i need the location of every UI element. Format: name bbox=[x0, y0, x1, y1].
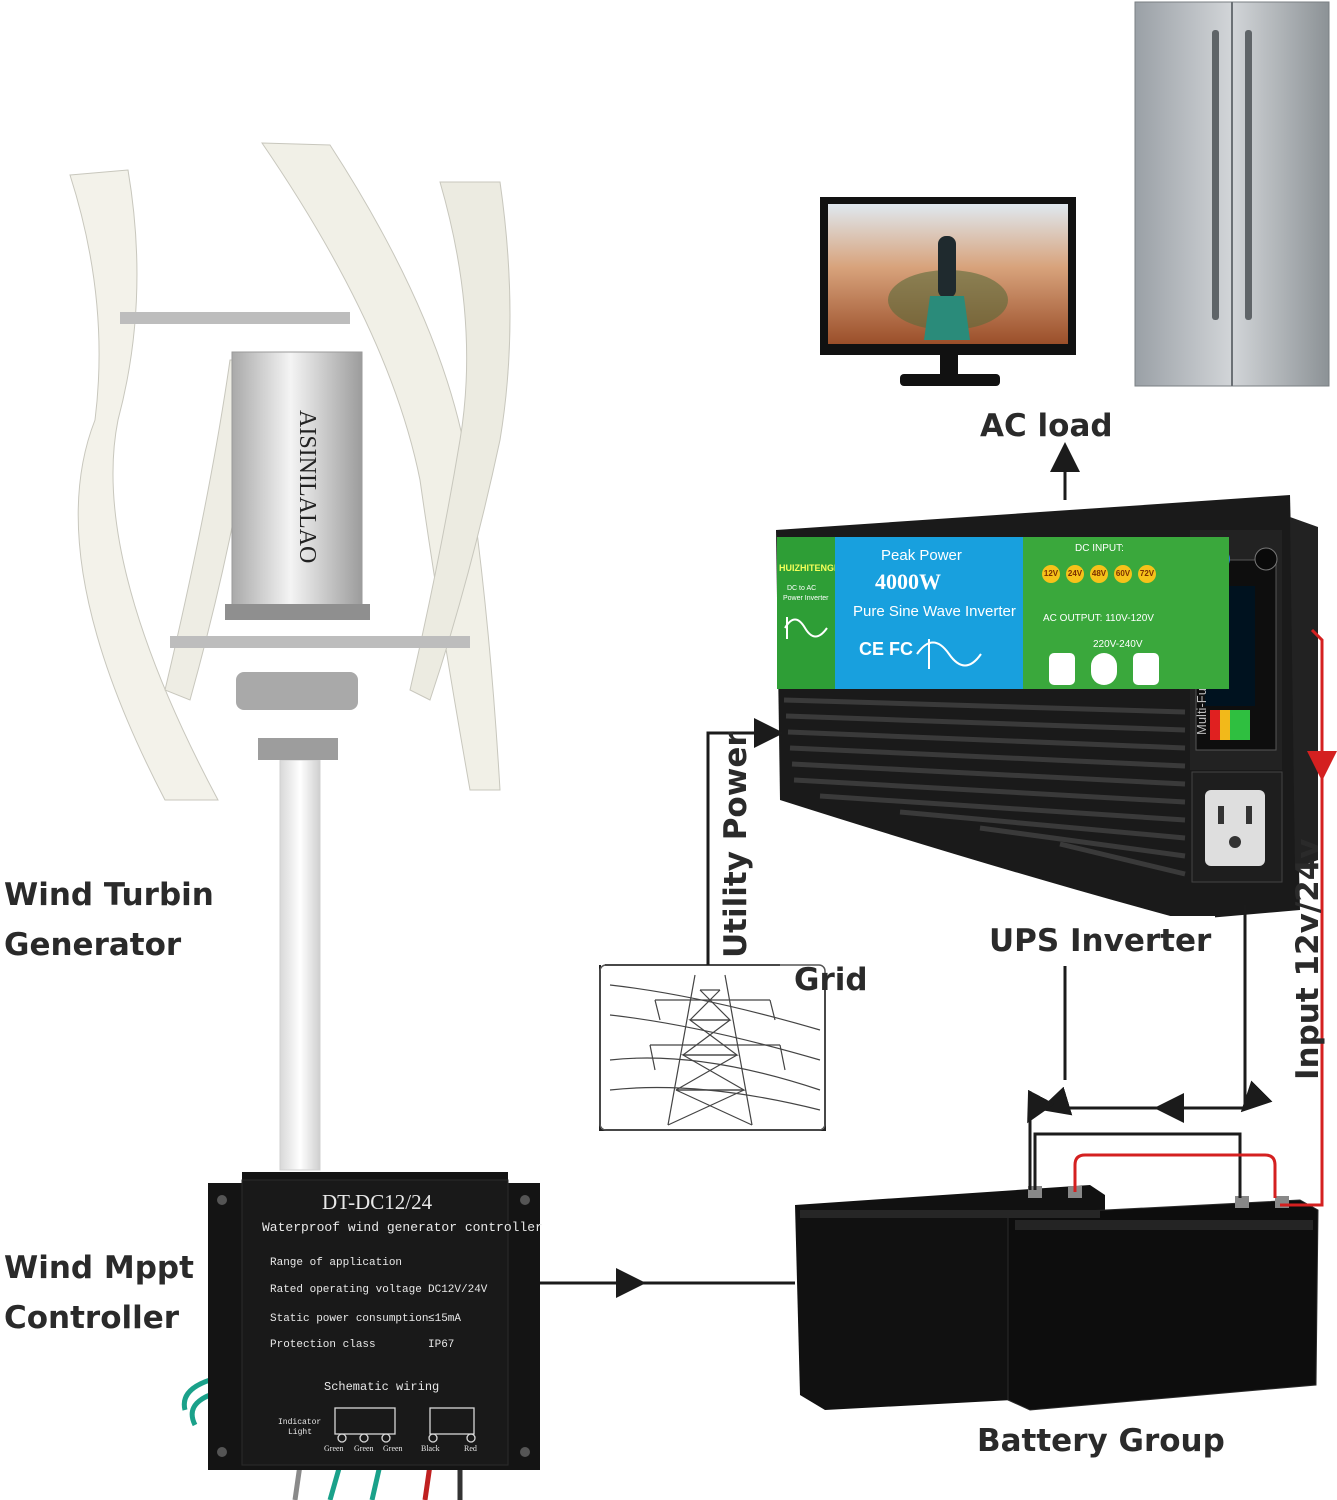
sine-wave-icon bbox=[784, 617, 828, 639]
controller-terminal-label: Red bbox=[464, 1444, 477, 1453]
controller-spec-name: Static power consumption bbox=[270, 1313, 429, 1325]
wiring bbox=[540, 442, 1273, 1298]
inverter-io-section: DC INPUT: 12V 24V 48V 60V 72V AC OUTPUT:… bbox=[1023, 537, 1229, 689]
controller-schematic-label: Schematic wiring bbox=[324, 1380, 440, 1394]
label-utility-power: Utility Power bbox=[718, 731, 754, 958]
label-wind-mppt-line2: Controller bbox=[4, 1300, 180, 1336]
controller-terminal-label: Green bbox=[354, 1444, 374, 1453]
controller-cables bbox=[181, 1377, 463, 1500]
inverter-cert: CE FC bbox=[859, 639, 913, 659]
positive-wiring bbox=[1073, 628, 1337, 1207]
wind-turbine-illustration bbox=[69, 142, 511, 1171]
inverter-peak-label: Peak Power bbox=[881, 547, 962, 564]
label-wind-turbine-line1: Wind Turbin bbox=[4, 877, 214, 913]
inverter-power-section: Peak Power 4000W Pure Sine Wave Inverter… bbox=[835, 537, 1025, 689]
controller-terminal-label: Green bbox=[383, 1444, 403, 1453]
grid-pylon-illustration bbox=[599, 964, 826, 1131]
label-ups-inverter: UPS Inverter bbox=[989, 916, 1216, 966]
uk-socket-icon bbox=[1133, 653, 1159, 685]
inverter-power: 4000W bbox=[875, 569, 941, 594]
controller-spec-value: ≤15mA bbox=[428, 1313, 462, 1325]
controller-terminal-label: Green bbox=[324, 1444, 344, 1453]
us-socket-icon bbox=[1049, 653, 1075, 685]
sine-wave-icon bbox=[916, 639, 982, 669]
controller-model: DT-DC12/24 bbox=[322, 1190, 433, 1214]
controller-spec-value: DC12V/24V bbox=[428, 1284, 488, 1296]
label-ac-load: AC load bbox=[980, 408, 1113, 444]
voltage-badge: 48V bbox=[1090, 565, 1108, 583]
label-grid: Grid bbox=[794, 962, 868, 998]
inverter-subtitle-1: DC to AC bbox=[787, 585, 817, 592]
mppt-controller-illustration bbox=[208, 1172, 540, 1470]
voltage-badge: 24V bbox=[1066, 565, 1084, 583]
controller-indicator-label: Light bbox=[288, 1428, 313, 1437]
monitor-illustration bbox=[820, 197, 1076, 386]
label-wind-mppt-line1: Wind Mppt bbox=[4, 1250, 194, 1286]
inverter-ac-output-label: AC OUTPUT: 110V-120V bbox=[1043, 613, 1154, 624]
label-wind-turbine-line2: Generator bbox=[4, 927, 182, 963]
inverter-front-panel: HUIZHITENGDA DC to AC Power Inverter Pea… bbox=[777, 537, 1229, 689]
eu-socket-icon bbox=[1091, 653, 1117, 685]
inverter-wave-label: Pure Sine Wave Inverter bbox=[853, 603, 1016, 620]
voltage-badge: 60V bbox=[1114, 565, 1132, 583]
voltage-badge: 72V bbox=[1138, 565, 1156, 583]
inverter-brand-strip: HUIZHITENGDA DC to AC Power Inverter bbox=[777, 537, 847, 689]
controller-terminal-label: Black bbox=[421, 1444, 440, 1453]
turbine-brand: AISINILALAO bbox=[294, 410, 320, 563]
controller-title: Waterproof wind generator controller bbox=[262, 1220, 543, 1235]
label-battery-group: Battery Group bbox=[977, 1423, 1225, 1459]
voltage-badge: 12V bbox=[1042, 565, 1060, 583]
controller-spec-value: IP67 bbox=[428, 1339, 455, 1351]
inverter-brand: HUIZHITENGDA bbox=[779, 563, 847, 573]
refrigerator-illustration bbox=[1134, 1, 1330, 387]
inverter-dc-input-label: DC INPUT: bbox=[1075, 543, 1124, 554]
controller-spec-name: Range of application bbox=[270, 1257, 403, 1269]
label-input-voltage: Input 12v/24v bbox=[1290, 838, 1326, 1081]
inverter-ac-output-alt: 220V-240V bbox=[1093, 639, 1143, 650]
controller-spec-name: Rated operating voltage bbox=[270, 1284, 422, 1296]
controller-spec-name: Protection class bbox=[270, 1339, 376, 1351]
controller-indicator-label: Indicator bbox=[278, 1418, 322, 1427]
inverter-subtitle-2: Power Inverter bbox=[783, 595, 829, 602]
battery-group-illustration bbox=[795, 1185, 1319, 1411]
